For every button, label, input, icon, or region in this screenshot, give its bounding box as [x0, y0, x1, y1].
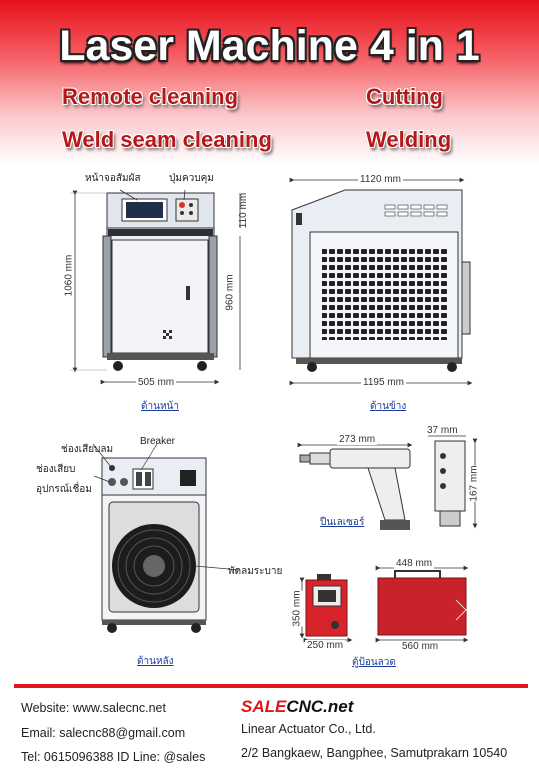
- gun-dim-length: 273 mm: [337, 434, 378, 445]
- gun-caption: ปืนเลเซอร์: [320, 517, 365, 528]
- back-view-caption: ด้านหลัง: [137, 656, 174, 667]
- header-banner: [0, 0, 539, 165]
- back-view-drawing: [92, 443, 241, 633]
- footer-tel: Tel: 0615096388 ID Line: @sales: [21, 750, 206, 764]
- feature-remote-cleaning: Remote cleaning: [62, 84, 239, 109]
- feature-cutting: Cutting: [366, 84, 443, 109]
- back-fan-label: พัดลมระบาย: [228, 566, 283, 577]
- front-dim-width: 505 mm: [136, 377, 177, 388]
- footer-website[interactable]: Website: www.salecnc.net: [21, 701, 166, 715]
- feature-welding: Welding: [366, 127, 452, 152]
- feeder-dim-height: 350 mm: [291, 590, 303, 627]
- front-view-drawing: [70, 189, 241, 385]
- footer-company: Linear Actuator Co., Ltd.: [241, 722, 376, 736]
- front-dim-lower-height: 960 mm: [224, 274, 236, 311]
- back-socket-label-2: อุปกรณ์เชื่อม: [36, 484, 92, 495]
- laser-gun-drawing: [297, 435, 478, 530]
- feeder-dim-width: 250 mm: [305, 640, 346, 651]
- front-touchscreen-label: หน้าจอสัมผัส: [85, 173, 141, 184]
- back-socket-label-1: ช่องเสียบ: [36, 464, 76, 475]
- wire-feeder-drawing: [299, 565, 469, 643]
- gun-dim-height: 167 mm: [468, 465, 480, 502]
- feeder-caption: ตู้ป้อนลวด: [352, 657, 396, 668]
- page-title: Laser Machine 4 in 1: [59, 22, 480, 70]
- feeder-case-dim-top: 448 mm: [394, 558, 435, 569]
- front-view-caption: ด้านหน้า: [141, 401, 179, 412]
- side-dim-top: 1120 mm: [358, 174, 403, 185]
- side-dim-bottom: 1195 mm: [361, 377, 406, 388]
- company-logo: SALECNC.net: [241, 697, 354, 716]
- footer-divider: [14, 684, 528, 688]
- feeder-case-dim-bottom: 560 mm: [400, 641, 441, 652]
- front-dim-total-height: 1060 mm: [63, 254, 75, 297]
- front-dim-top-height: 110 mm: [238, 192, 250, 229]
- gun-dim-width: 37 mm: [427, 425, 458, 436]
- back-breaker-label: Breaker: [140, 436, 176, 447]
- side-view-drawing: [289, 177, 473, 386]
- front-control-buttons-label: ปุ่มควบคุม: [169, 173, 214, 184]
- footer-email[interactable]: Email: salecnc88@gmail.com: [21, 726, 186, 740]
- side-view-caption: ด้านข้าง: [370, 401, 407, 412]
- footer-address: 2/2 Bangkaew, Bangphee, Samutprakarn 105…: [241, 746, 508, 760]
- feature-weld-seam-cleaning: Weld seam cleaning: [62, 127, 272, 152]
- back-air-inlet-label: ช่องเสียบลม: [61, 444, 114, 455]
